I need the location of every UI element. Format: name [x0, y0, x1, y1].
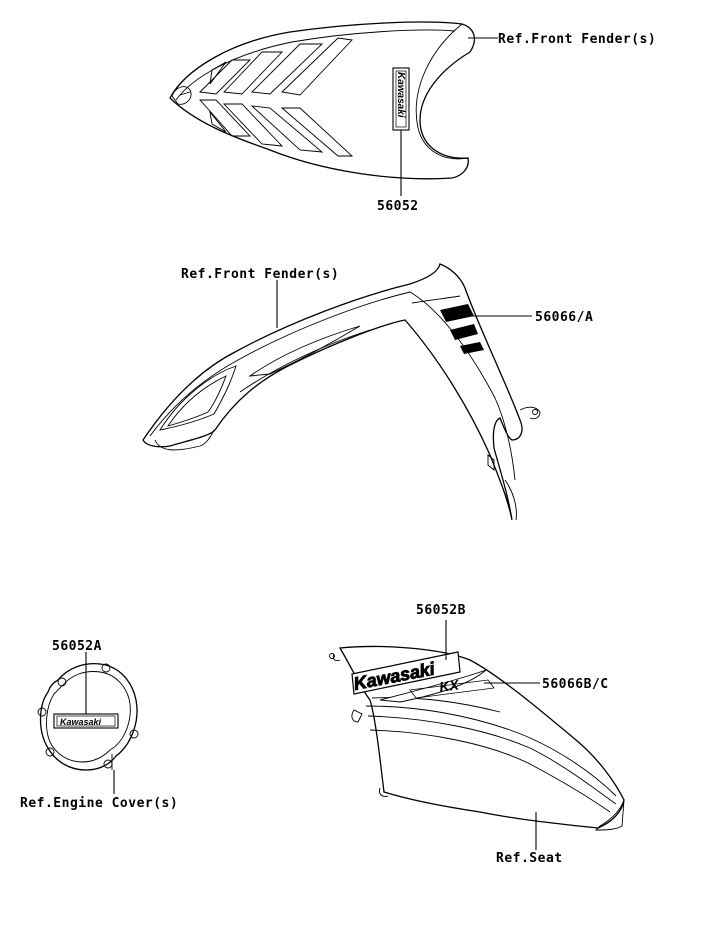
front-fender-side-view — [142, 263, 541, 521]
callout-56066A: 56066/A — [535, 310, 593, 325]
decal-56066BC-model: KX — [438, 676, 461, 695]
front-fender-top-view — [169, 21, 476, 180]
callout-ref-front-fender-top: Ref.Front Fender(s) — [498, 32, 656, 47]
callout-56066BC: 56066B/C — [542, 677, 609, 692]
callout-56052A: 56052A — [52, 639, 102, 654]
decal-56052: Kawasaki — [392, 67, 410, 131]
decal-56052A: Kawasaki — [53, 713, 119, 729]
callout-ref-engine-cover: Ref.Engine Cover(s) — [20, 796, 178, 811]
decal-56052A-brand: Kawasaki — [60, 717, 102, 727]
callout-ref-seat: Ref.Seat — [496, 851, 563, 866]
decal-56052-brand: Kawasaki — [395, 72, 406, 118]
decal-56066BC: KX — [379, 669, 495, 703]
callout-ref-front-fender-mid: Ref.Front Fender(s) — [181, 267, 339, 282]
decal-56066A — [440, 304, 484, 354]
callout-56052: 56052 — [377, 199, 419, 214]
callout-56052B: 56052B — [416, 603, 466, 618]
